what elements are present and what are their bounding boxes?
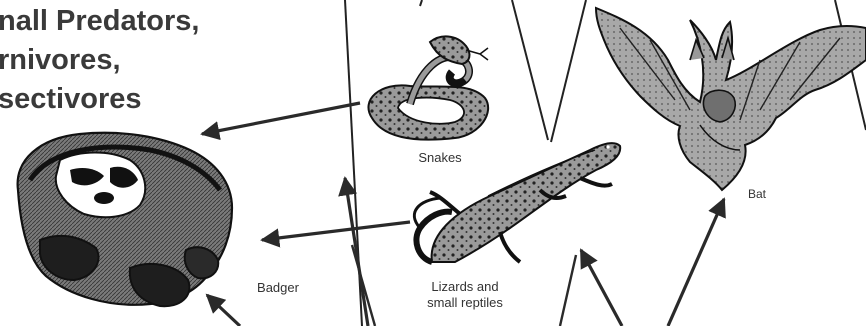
arrow-up-to-bat [668,199,724,326]
snake-illustration [368,36,488,139]
web-line-5 [420,0,422,6]
label-bat: Bat [733,186,781,202]
label-badger: Badger [243,280,313,296]
bat-illustration [596,8,866,190]
label-lizards-line-2: small reptiles [410,295,520,311]
badger-illustration [18,133,232,306]
arrow-up-to-lizard-left [345,178,368,326]
arrow-lizard-to-badger [262,222,410,240]
label-snakes: Snakes [408,150,472,166]
web-line-7 [560,255,576,326]
label-lizards: Lizards and small reptiles [410,279,520,311]
web-line-2 [512,0,548,140]
web-line-6 [352,245,375,326]
arrow-snake-to-badger [202,103,360,134]
arrow-up-to-lizard [581,250,622,326]
web-line-3 [551,0,586,142]
label-lizards-line-1: Lizards and [410,279,520,295]
arrow-to-badger-bottom [207,295,240,326]
